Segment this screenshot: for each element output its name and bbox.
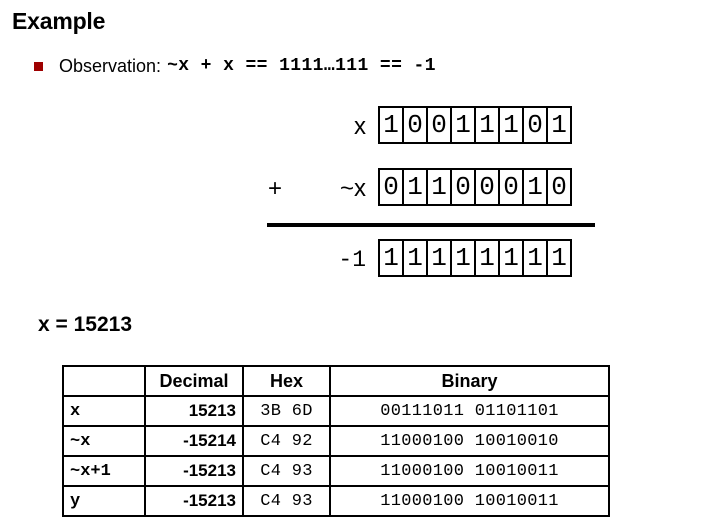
observation-bullet-row: Observation: ~x + x == 1111…111 == -1 bbox=[34, 54, 436, 78]
page-title: Example bbox=[12, 8, 106, 34]
value-table: Decimal Hex Binary x 15213 3B 6D 0011101… bbox=[62, 365, 610, 517]
bit-cell: 0 bbox=[402, 106, 428, 144]
sum-divider-line bbox=[267, 223, 595, 227]
table-cell-label: ~x+1 bbox=[62, 455, 146, 487]
square-bullet-icon bbox=[34, 61, 43, 71]
bit-cell: 1 bbox=[402, 239, 428, 277]
bit-addition-diagram: x 1 0 0 1 1 1 0 1 + ~x 0 1 1 0 0 0 1 0 -… bbox=[0, 106, 725, 286]
table-cell-hex: C4 93 bbox=[242, 455, 331, 487]
bit-cell: 1 bbox=[378, 239, 404, 277]
bit-row-notx: + ~x 0 1 1 0 0 0 1 0 bbox=[0, 168, 725, 215]
observation-label: Observation: bbox=[59, 56, 162, 76]
bit-cell: 1 bbox=[498, 106, 524, 144]
table-cell-binary: 11000100 10010010 bbox=[329, 425, 610, 457]
table-cell-decimal: -15213 bbox=[144, 485, 244, 517]
bit-cell: 1 bbox=[522, 168, 548, 206]
bit-row-label: -1 bbox=[338, 247, 366, 273]
bit-cell: 1 bbox=[402, 168, 428, 206]
bit-row-result: -1 1 1 1 1 1 1 1 1 bbox=[0, 239, 725, 286]
bit-cell: 0 bbox=[522, 106, 548, 144]
bit-row-operator: + bbox=[267, 175, 282, 202]
table-cell-label: y bbox=[62, 485, 146, 517]
table-cell-decimal: -15214 bbox=[144, 425, 244, 457]
table-row: ~x -15214 C4 92 11000100 10010010 bbox=[62, 425, 610, 457]
table-cell-label: ~x bbox=[62, 425, 146, 457]
table-row: ~x+1 -15213 C4 93 11000100 10010011 bbox=[62, 455, 610, 487]
table-row: y -15213 C4 93 11000100 10010011 bbox=[62, 485, 610, 517]
table-cell-hex: C4 93 bbox=[242, 485, 331, 517]
table-header-row: Decimal Hex Binary bbox=[62, 365, 610, 397]
bit-cell: 0 bbox=[474, 168, 500, 206]
table-cell-hex: C4 92 bbox=[242, 425, 331, 457]
bit-cell: 0 bbox=[546, 168, 572, 206]
bit-cell-group: 0 1 1 0 0 0 1 0 bbox=[378, 168, 572, 206]
bit-cell: 1 bbox=[546, 106, 572, 144]
result-heading: x = 15213 bbox=[38, 313, 133, 336]
table-header-hex: Hex bbox=[242, 365, 331, 397]
bit-cell: 1 bbox=[378, 106, 404, 144]
bit-row-x: x 1 0 0 1 1 1 0 1 bbox=[0, 106, 725, 153]
table-header-binary: Binary bbox=[329, 365, 610, 397]
bit-cell: 0 bbox=[450, 168, 476, 206]
bit-cell: 1 bbox=[426, 168, 452, 206]
table-header-blank bbox=[62, 365, 146, 397]
table-cell-label: x bbox=[62, 395, 146, 427]
bit-row-label: x bbox=[354, 113, 366, 140]
bit-cell: 1 bbox=[498, 239, 524, 277]
bit-cell: 0 bbox=[426, 106, 452, 144]
bit-cell-group: 1 1 1 1 1 1 1 1 bbox=[378, 239, 572, 277]
table-cell-binary: 11000100 10010011 bbox=[329, 455, 610, 487]
bit-cell: 1 bbox=[426, 239, 452, 277]
table-row: x 15213 3B 6D 00111011 01101101 bbox=[62, 395, 610, 427]
table-cell-binary: 11000100 10010011 bbox=[329, 485, 610, 517]
bit-cell: 1 bbox=[450, 106, 476, 144]
table-header-decimal: Decimal bbox=[144, 365, 244, 397]
bit-cell: 1 bbox=[522, 239, 548, 277]
table-cell-binary: 00111011 01101101 bbox=[329, 395, 610, 427]
table-cell-decimal: 15213 bbox=[144, 395, 244, 427]
bit-cell-group: 1 0 0 1 1 1 0 1 bbox=[378, 106, 572, 144]
bit-cell: 1 bbox=[474, 239, 500, 277]
bit-cell: 1 bbox=[474, 106, 500, 144]
table-cell-hex: 3B 6D bbox=[242, 395, 331, 427]
table-cell-decimal: -15213 bbox=[144, 455, 244, 487]
bit-cell: 1 bbox=[546, 239, 572, 277]
bit-cell: 0 bbox=[498, 168, 524, 206]
observation-expression: ~x + x == 1111…111 == -1 bbox=[167, 56, 436, 76]
bit-row-label: ~x bbox=[339, 175, 366, 202]
bit-cell: 0 bbox=[378, 168, 404, 206]
bit-cell: 1 bbox=[450, 239, 476, 277]
